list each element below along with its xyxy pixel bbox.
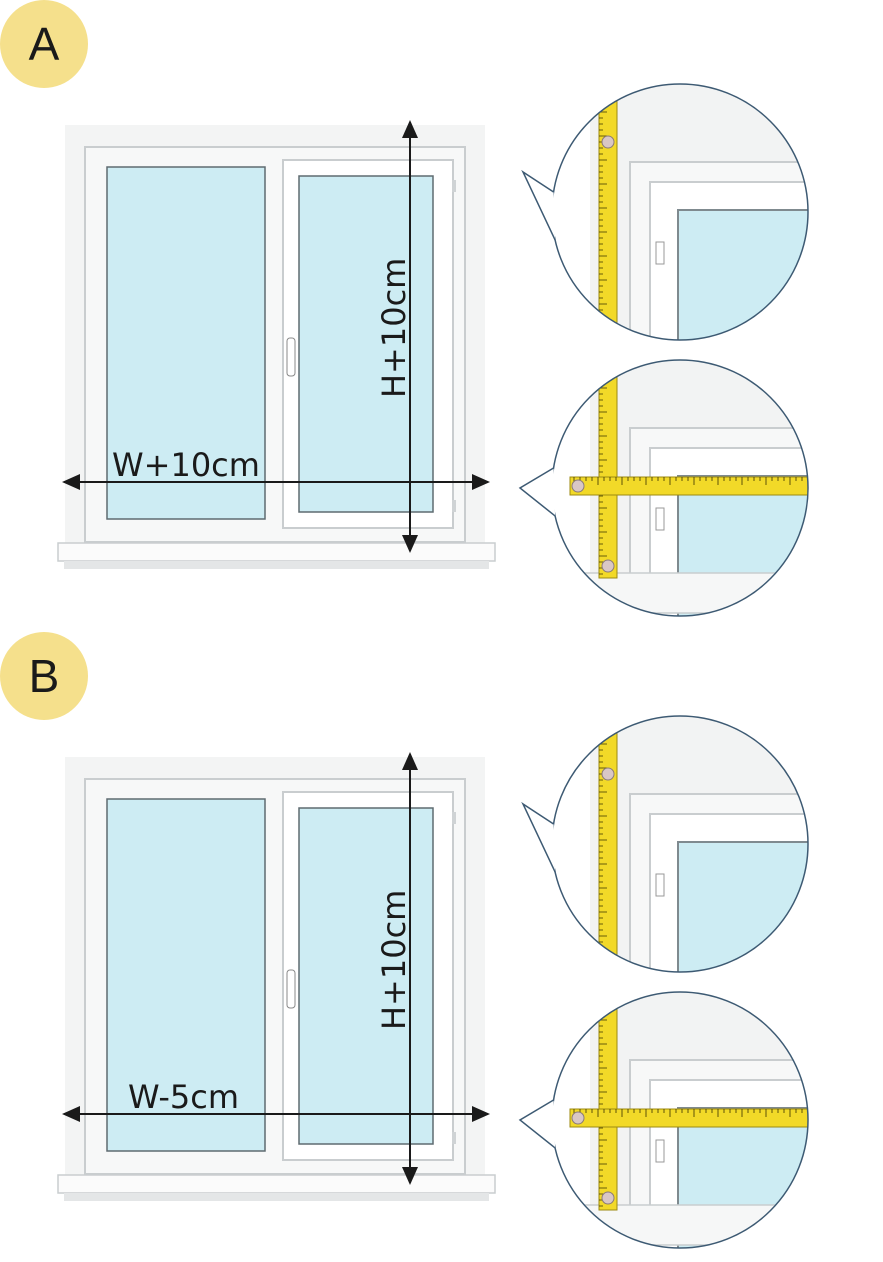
- cross-measure-icon: [552, 360, 808, 616]
- callout-pointer: [518, 467, 556, 517]
- section-letter-badge: B: [0, 632, 88, 720]
- hinge: [452, 812, 456, 824]
- sill-shadow: [64, 561, 489, 569]
- left-glass-pane: [106, 798, 266, 1152]
- tape-measure-vertical: [598, 84, 618, 340]
- tape-measure-vertical: [598, 360, 618, 579]
- window-handle: [286, 337, 296, 377]
- callout-pointer: [521, 169, 556, 241]
- hinge: [452, 1132, 456, 1144]
- tape-measure-vertical: [598, 992, 618, 1211]
- window-handle: [286, 969, 296, 1009]
- left-glass-pane: [106, 166, 266, 520]
- width-label: W-5cm: [128, 1078, 239, 1116]
- tape-measure-horizontal: [569, 476, 808, 496]
- section-letter-badge: A: [0, 0, 88, 88]
- tape-measure-horizontal: [569, 1108, 808, 1128]
- width-label: W+10cm: [112, 446, 260, 484]
- window-sill: [57, 542, 496, 562]
- height-label: H+10cm: [375, 890, 413, 1030]
- callout-pointer: [521, 801, 556, 873]
- sill-shadow: [64, 1193, 489, 1201]
- height-label: H+10cm: [375, 258, 413, 398]
- hinge: [452, 180, 456, 192]
- hinge: [452, 500, 456, 512]
- window-sill: [57, 1174, 496, 1194]
- cross-measure-icon: [552, 992, 808, 1248]
- callout-pointer: [518, 1099, 556, 1149]
- tape-measure-vertical: [598, 716, 618, 972]
